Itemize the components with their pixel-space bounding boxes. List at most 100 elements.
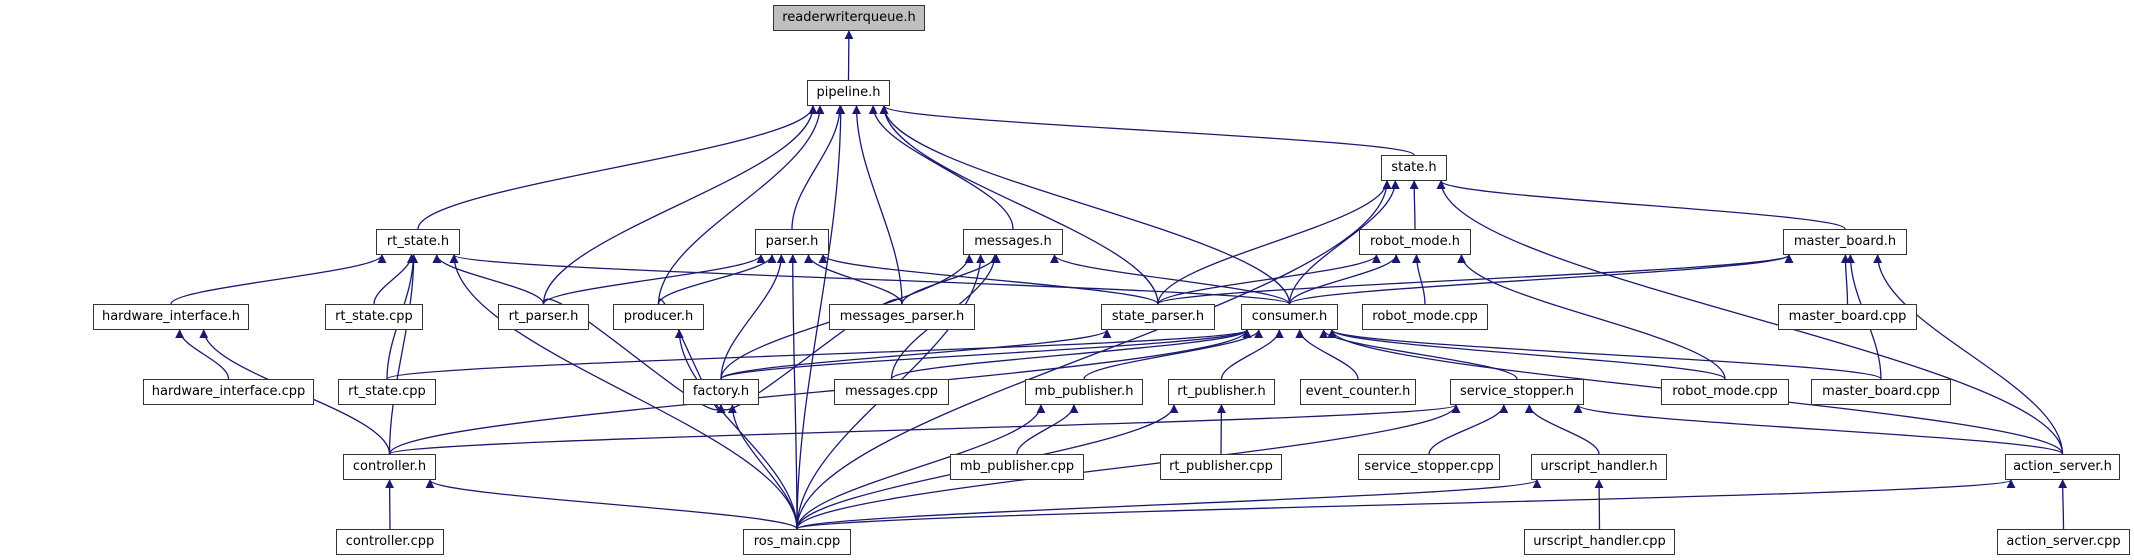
node-urscript-handler-h[interactable]: urscript_handler.h — [1531, 454, 1667, 480]
node-controller-h[interactable]: controller.h — [343, 454, 436, 480]
node-mb-publisher-h[interactable]: mb_publisher.h — [1025, 379, 1143, 405]
edge-factory-h-to-parser-h — [720, 254, 786, 380]
edge-rt-publisher-h-to-consumer-h — [1220, 329, 1284, 380]
node-label: messages.h — [974, 234, 1052, 249]
node-urscript-handler-cpp[interactable]: urscript_handler.cpp — [1524, 529, 1675, 555]
node-rt-parser-h[interactable]: rt_parser.h — [498, 304, 589, 330]
node-label: factory.h — [692, 384, 750, 399]
node-label: pipeline.h — [816, 85, 881, 100]
edge-robot-mode-cpp-b-to-consumer-h — [1327, 329, 1726, 380]
node-service-stopper-h[interactable]: service_stopper.h — [1450, 379, 1584, 405]
node-label: service_stopper.h — [1460, 384, 1574, 399]
edge-mb-publisher-cpp-to-mb-publisher-h — [1016, 404, 1079, 455]
node-pipeline-h[interactable]: pipeline.h — [807, 80, 890, 106]
node-label: master_board.cpp — [1788, 309, 1907, 324]
node-label: robot_mode.cpp — [1372, 309, 1478, 324]
node-event-counter-h[interactable]: event_counter.h — [1300, 379, 1416, 405]
edge-mb-publisher-h-to-consumer-h — [1083, 329, 1264, 380]
edge-hardware-interface-h-to-rt-state-h — [170, 254, 387, 305]
node-action-server-cpp[interactable]: action_server.cpp — [1997, 529, 2130, 555]
edge-rt-parser-h-to-rt-state-h — [432, 254, 545, 305]
node-producer-h[interactable]: producer.h — [613, 304, 704, 330]
edge-ros-main-cpp-to-parser-h — [788, 254, 798, 530]
node-messages-h[interactable]: messages.h — [963, 229, 1063, 255]
node-label: rt_parser.h — [508, 309, 579, 324]
edge-state-parser-h-to-state-h — [1157, 180, 1392, 305]
node-robot-mode-h[interactable]: robot_mode.h — [1359, 229, 1471, 255]
node-readerwriterqueue-h: readerwriterqueue.h — [773, 5, 925, 31]
node-robot-mode-cpp[interactable]: robot_mode.cpp — [1661, 379, 1789, 405]
node-master-board-h[interactable]: master_board.h — [1783, 229, 1907, 255]
node-hardware-interface-h[interactable]: hardware_interface.h — [93, 304, 249, 330]
node-action-server-h[interactable]: action_server.h — [2005, 454, 2120, 480]
edge-ros-main-cpp-to-service-stopper-h — [796, 404, 1461, 530]
edge-state-parser-h-to-pipeline-h — [879, 105, 1159, 305]
edge-consumer-h-to-state-h — [1288, 180, 1400, 305]
node-rt-publisher-h[interactable]: rt_publisher.h — [1168, 379, 1275, 405]
edge-robot-mode-cpp-a-to-robot-mode-h — [1411, 254, 1426, 305]
edge-hardware-interface-cpp-to-hardware-interface-h — [175, 329, 230, 380]
edge-parser-h-to-pipeline-h — [791, 105, 845, 230]
edge-ros-main-cpp-to-controller-h — [425, 479, 798, 530]
edge-rt-parser-h-to-parser-h — [542, 254, 766, 305]
node-label: robot_mode.cpp — [1672, 384, 1778, 399]
node-label: controller.cpp — [345, 534, 435, 549]
node-label: urscript_handler.h — [1540, 459, 1658, 474]
node-label: messages.cpp — [845, 384, 938, 399]
node-messages-cpp[interactable]: messages.cpp — [834, 379, 949, 405]
edge-ros-main-cpp-to-action-server-h — [796, 479, 2015, 530]
node-label: rt_state.cpp — [335, 309, 413, 324]
edge-messages-h-to-pipeline-h — [868, 105, 1014, 230]
edge-messages-parser-h-to-pipeline-h — [851, 105, 903, 305]
edge-messages-cpp-to-consumer-h — [890, 329, 1252, 380]
edge-ros-main-cpp-to-rt-state-h — [449, 254, 798, 530]
node-state-h[interactable]: state.h — [1381, 155, 1447, 181]
edge-producer-h-to-parser-h — [657, 254, 777, 305]
node-rt-state-cpp[interactable]: rt_state.cpp — [338, 379, 436, 405]
node-hardware-interface-cpp[interactable]: hardware_interface.cpp — [143, 379, 314, 405]
node-label: event_counter.h — [1305, 384, 1411, 399]
node-label: messages_parser.h — [839, 309, 965, 324]
node-rt-state-h[interactable]: rt_state.h — [376, 229, 460, 255]
node-label: service_stopper.cpp — [1364, 459, 1494, 474]
node-label: rt_state.h — [386, 234, 450, 249]
node-label: producer.h — [623, 309, 694, 324]
node-consumer-h[interactable]: consumer.h — [1241, 304, 1338, 330]
node-master-board-cpp[interactable]: master_board.cpp — [1811, 379, 1951, 405]
node-label: rt_publisher.h — [1177, 384, 1266, 399]
edge-master-board-cpp-a-to-master-board-h — [1840, 254, 1850, 305]
node-controller-cpp[interactable]: controller.cpp — [336, 529, 444, 555]
edge-action-server-h-to-service-stopper-h — [1573, 404, 2064, 455]
node-rt-publisher-cpp[interactable]: rt_publisher.cpp — [1160, 454, 1282, 480]
node-robot-mode-cpp[interactable]: robot_mode.cpp — [1362, 304, 1488, 330]
edge-factory-h-to-state-parser-h — [720, 329, 1112, 380]
node-label: mb_publisher.h — [1034, 384, 1134, 399]
node-label: action_server.h — [2013, 459, 2112, 474]
node-rt-state-cpp[interactable]: rt_state.cpp — [325, 304, 423, 330]
node-label: hardware_interface.cpp — [151, 384, 306, 399]
edge-master-board-cpp-b-to-consumer-h — [1327, 329, 1882, 380]
node-factory-h[interactable]: factory.h — [683, 379, 759, 405]
edge-controller-h-to-service-stopper-h — [388, 404, 1461, 455]
node-label: hardware_interface.h — [101, 309, 241, 324]
node-parser-h[interactable]: parser.h — [755, 229, 829, 255]
node-label: readerwriterqueue.h — [782, 10, 916, 25]
edge-state-parser-h-to-robot-mode-h — [1157, 254, 1381, 305]
node-label: state_parser.h — [1111, 309, 1205, 324]
node-master-board-cpp[interactable]: master_board.cpp — [1778, 304, 1917, 330]
edge-messages-parser-h-to-messages-h — [901, 254, 1001, 305]
edge-robot-mode-cpp-b-to-robot-mode-h — [1456, 254, 1726, 380]
node-service-stopper-cpp[interactable]: service_stopper.cpp — [1358, 454, 1500, 480]
node-messages-parser-h[interactable]: messages_parser.h — [829, 304, 975, 330]
edge-consumer-h-to-rt-state-h — [449, 254, 1291, 305]
edge-ros-main-cpp-to-factory-h — [727, 404, 798, 530]
edge-rt-state-h-to-pipeline-h — [417, 105, 818, 230]
node-state-parser-h[interactable]: state_parser.h — [1101, 304, 1215, 330]
node-mb-publisher-cpp[interactable]: mb_publisher.cpp — [950, 454, 1084, 480]
edge-state-parser-h-to-parser-h — [818, 254, 1159, 305]
edge-rt-parser-h-to-pipeline-h — [542, 105, 818, 305]
edge-state-parser-h-to-master-board-h — [1157, 254, 1794, 305]
edge-ros-main-cpp-to-state-h — [796, 180, 1392, 530]
node-ros-main-cpp[interactable]: ros_main.cpp — [743, 529, 851, 555]
